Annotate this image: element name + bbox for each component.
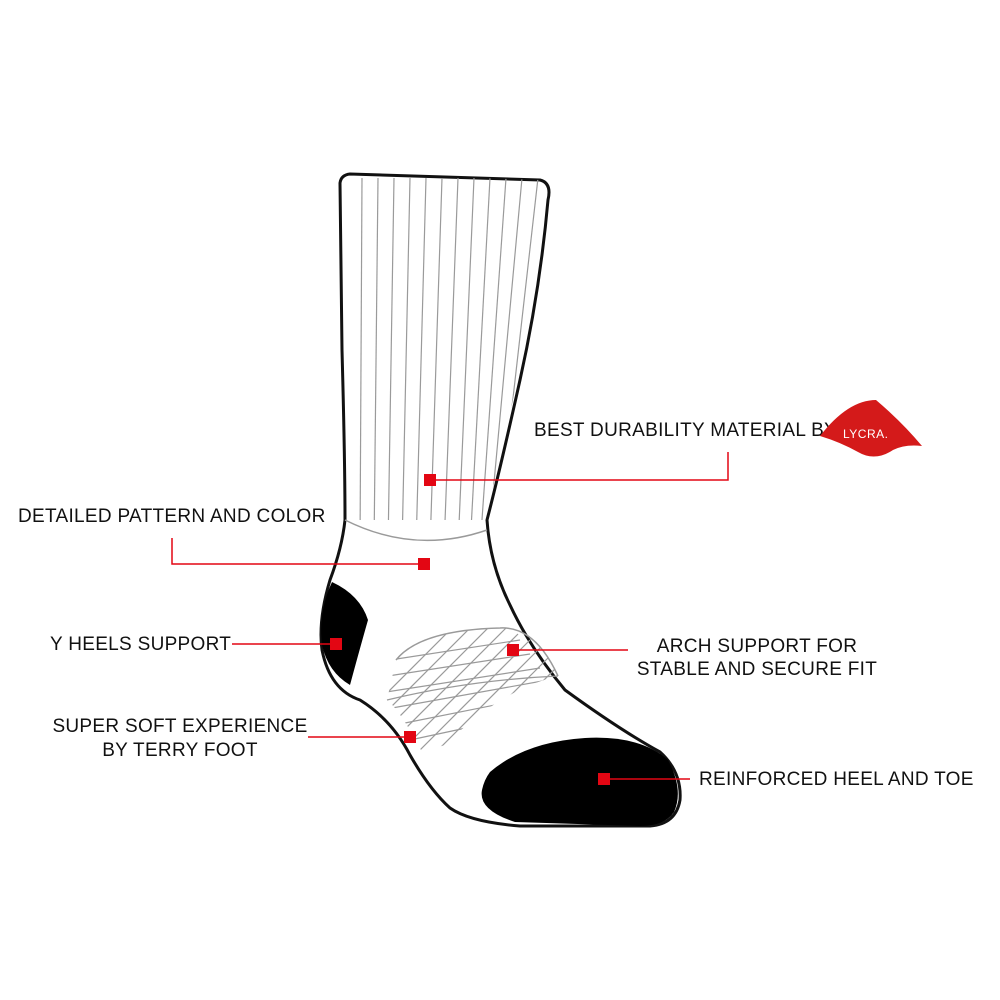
label-reinforced: REINFORCED HEEL AND TOE: [699, 769, 974, 790]
callout-pattern: DETAILED PATTERN AND COLOR: [18, 506, 430, 570]
label-arch-line2: STABLE AND SECURE FIT: [637, 659, 877, 680]
callout-reinforced: REINFORCED HEEL AND TOE: [598, 769, 974, 790]
label-heels: Y HEELS SUPPORT: [50, 634, 231, 655]
marker-arch: [507, 644, 519, 656]
marker-reinforced: [598, 773, 610, 785]
rib-boundary: [344, 519, 488, 542]
label-durability: BEST DURABILITY MATERIAL BY: [534, 420, 837, 441]
marker-durability: [424, 474, 436, 486]
callout-terry: SUPER SOFT EXPERIENCE BY TERRY FOOT: [52, 716, 416, 761]
marker-pattern: [418, 558, 430, 570]
label-arch-line1: ARCH SUPPORT FOR: [657, 636, 857, 657]
callout-arch: ARCH SUPPORT FOR STABLE AND SECURE FIT: [507, 636, 877, 680]
label-terry-line1: SUPER SOFT EXPERIENCE: [52, 716, 307, 737]
lycra-logo: LYCRA.: [820, 400, 922, 457]
lycra-logo-text: LYCRA.: [843, 427, 888, 441]
label-pattern: DETAILED PATTERN AND COLOR: [18, 506, 326, 527]
callout-durability: BEST DURABILITY MATERIAL BY: [424, 420, 837, 486]
sock-outline: [319, 172, 682, 828]
toe-reinforcement: [481, 737, 678, 826]
marker-terry: [404, 731, 416, 743]
marker-heels: [330, 638, 342, 650]
label-terry-line2: BY TERRY FOOT: [102, 740, 258, 761]
callout-heels: Y HEELS SUPPORT: [50, 634, 342, 655]
y-heel-reinforcement: [321, 582, 368, 685]
